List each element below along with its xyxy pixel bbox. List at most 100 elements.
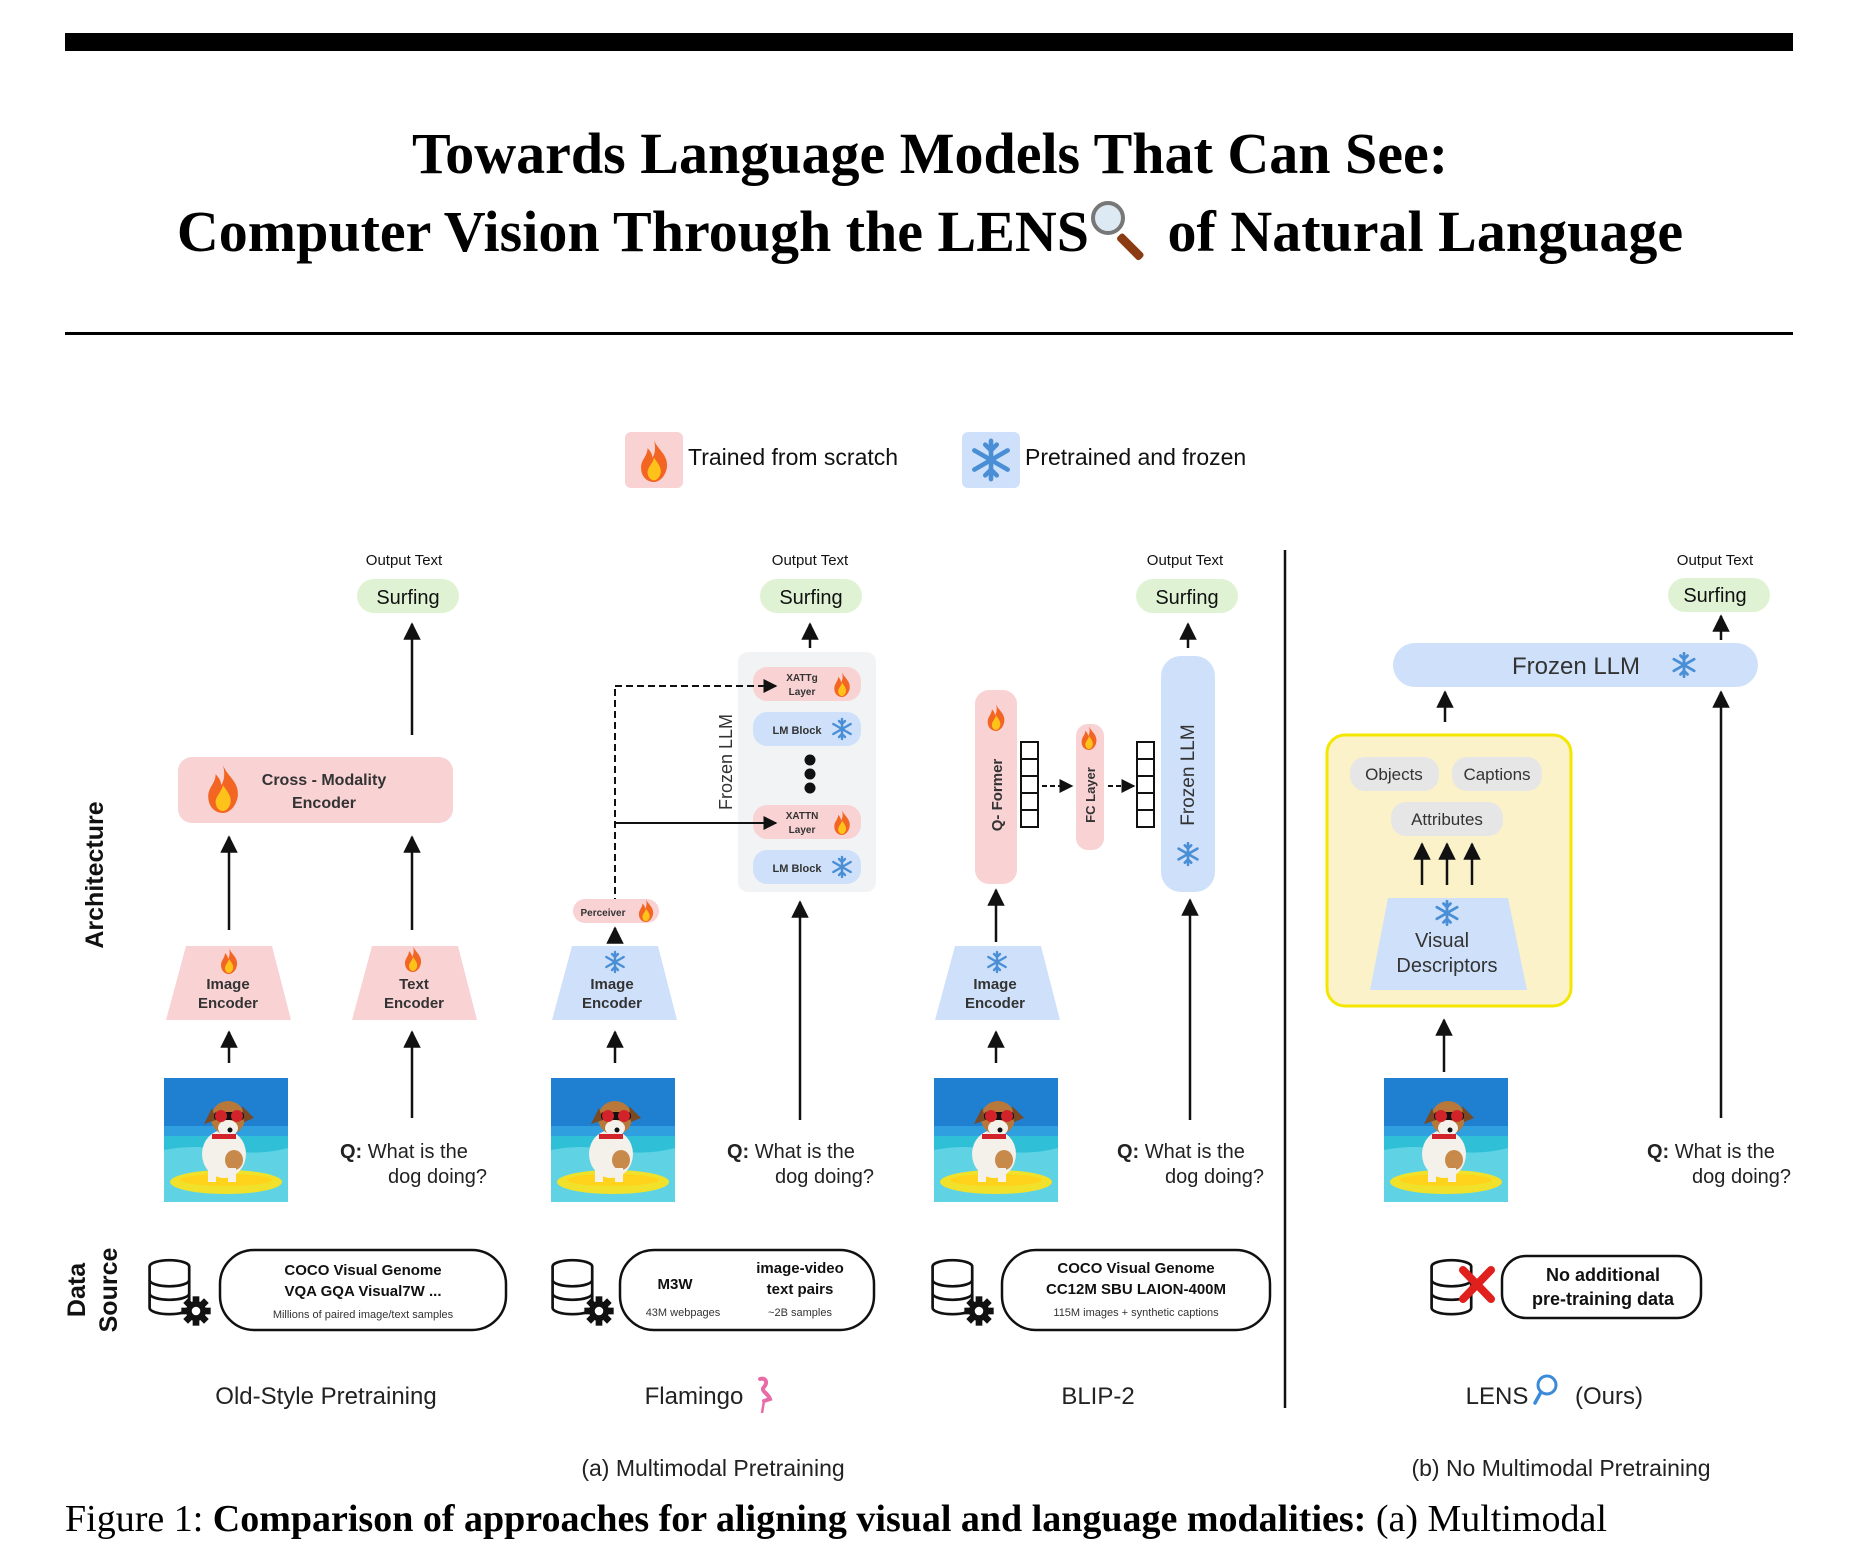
title-line2-pre: Computer Vision Through the LENS bbox=[176, 199, 1090, 264]
lens-objects-pill bbox=[1350, 757, 1439, 791]
fl-lm-block-bottom-label: LM Block bbox=[773, 863, 823, 875]
panel-b-caption: (b) No Multimodal Pretraining bbox=[1411, 1455, 1710, 1481]
lens-captions-pill bbox=[1452, 757, 1542, 791]
fl-question-line2: dog doing? bbox=[775, 1166, 874, 1188]
bl-data-sub: 115M images + synthetic captions bbox=[1053, 1307, 1219, 1319]
fl-perceiver-label: Perceiver bbox=[580, 908, 625, 919]
bl-question-line1: Q: What is the bbox=[1117, 1141, 1245, 1163]
lens-attributes-label: Attributes bbox=[1411, 810, 1483, 829]
old-database-icon bbox=[148, 1258, 191, 1316]
bl-output-caption: Output Text bbox=[1147, 552, 1224, 569]
fl-data-pairs-line2: text pairs bbox=[767, 1281, 834, 1298]
panel-a-caption: (a) Multimodal Pretraining bbox=[581, 1455, 844, 1481]
lens-magnifier-icon bbox=[1533, 1374, 1558, 1405]
old-dog-image bbox=[164, 1078, 288, 1202]
bl-data-box bbox=[1000, 1248, 1272, 1332]
old-text-encoder bbox=[352, 946, 477, 1020]
architecture-label: Architecture bbox=[81, 801, 109, 948]
bl-image-enc-line2: Encoder bbox=[965, 995, 1025, 1012]
bl-fc-layer bbox=[1076, 724, 1104, 850]
lens-vd-line2: Descriptors bbox=[1396, 955, 1497, 977]
fl-data-box bbox=[618, 1248, 876, 1332]
fl-data-sub1: 43M webpages bbox=[646, 1307, 721, 1319]
fl-lm-block-top-label: LM Block bbox=[773, 725, 823, 737]
lens-dog-image bbox=[1384, 1078, 1508, 1202]
old-data-box bbox=[218, 1248, 508, 1332]
old-question-line1: Q: What is the bbox=[340, 1141, 468, 1163]
fl-lm-block-top bbox=[753, 712, 861, 746]
old-image-enc-line2: Encoder bbox=[198, 995, 258, 1012]
paper-title-line2: Computer Vision Through the LENS of Natu… bbox=[0, 199, 1860, 264]
data-source-label-line1: Data bbox=[63, 1262, 91, 1317]
caption-rest: (a) Multimodal bbox=[1366, 1498, 1607, 1540]
cross-label-line1: Cross - Modality bbox=[262, 772, 387, 789]
bl-question-line2: dog doing? bbox=[1165, 1166, 1264, 1188]
old-gear-icon bbox=[181, 1296, 211, 1326]
bl-frozen-llm bbox=[1161, 656, 1215, 892]
fl-gear-icon bbox=[584, 1296, 614, 1326]
old-question-line2: dog doing? bbox=[388, 1166, 487, 1188]
red-x-icon bbox=[1459, 1266, 1495, 1303]
fl-output-caption: Output Text bbox=[772, 552, 849, 569]
lens-objects-label: Objects bbox=[1365, 765, 1423, 784]
old-style-column: Output Text Surfing Cross - Modality Enc… bbox=[148, 552, 508, 1410]
old-output-pill bbox=[357, 579, 459, 613]
fl-output-pill bbox=[760, 579, 862, 613]
paper-title-line1: Towards Language Models That Can See: bbox=[411, 121, 1449, 186]
lens-question-line2: dog doing? bbox=[1692, 1166, 1791, 1188]
fl-image-enc-line2: Encoder bbox=[582, 995, 642, 1012]
bl-query-tokens-left bbox=[1020, 741, 1039, 828]
lens-attributes-pill bbox=[1391, 802, 1503, 836]
lens-data-box bbox=[1500, 1254, 1703, 1320]
lens-frozen-llm-label: Frozen LLM bbox=[1512, 653, 1640, 680]
old-image-encoder bbox=[166, 946, 291, 1020]
data-source-label-line2: Source bbox=[95, 1248, 123, 1333]
lens-vd-line1: Visual bbox=[1415, 930, 1469, 952]
fl-xattn-top bbox=[753, 667, 861, 701]
fl-question-line1: Q: What is the bbox=[727, 1141, 855, 1163]
bl-image-encoder bbox=[935, 946, 1060, 1020]
fl-dog-image bbox=[551, 1078, 675, 1202]
lens-output-pill bbox=[1668, 578, 1770, 612]
bl-frozen-llm-label: Frozen LLM bbox=[1178, 724, 1199, 825]
lens-captions-label: Captions bbox=[1463, 765, 1530, 784]
old-style-name: Old-Style Pretraining bbox=[215, 1383, 436, 1410]
figure-caption: Figure 1: Comparison of approaches for a… bbox=[65, 1497, 1795, 1541]
title-line2-post: of Natural Language bbox=[1153, 199, 1684, 264]
cross-label-line2: Encoder bbox=[292, 795, 356, 812]
bl-data-line2: CC12M SBU LAION-400M bbox=[1046, 1281, 1226, 1298]
lens-column: Output Text Surfing Frozen LLM Objects C… bbox=[1325, 552, 1791, 1410]
lens-output-text: Surfing bbox=[1683, 585, 1746, 607]
lens-data-line1: No additional bbox=[1546, 1265, 1660, 1285]
lens-output-caption: Output Text bbox=[1677, 552, 1754, 569]
bl-fc-label: FC Layer bbox=[1083, 767, 1098, 823]
fl-xattn-top-line1: XATTg bbox=[786, 673, 817, 684]
fl-output-text: Surfing bbox=[779, 587, 842, 609]
fl-database-icon bbox=[551, 1258, 594, 1316]
fl-xattn-top-line2: Layer bbox=[789, 687, 816, 698]
fl-xattn-bottom-line2: Layer bbox=[789, 825, 816, 836]
blip2-column: Output Text Surfing Frozen LLM Q- Former… bbox=[931, 552, 1272, 1410]
fl-data-m3w: M3W bbox=[658, 1276, 694, 1293]
old-output-caption: Output Text bbox=[366, 552, 443, 569]
fl-data-pairs-line1: image-video bbox=[756, 1260, 844, 1277]
old-data-line2: VQA GQA Visual7W ... bbox=[285, 1283, 442, 1300]
legend-trained-label: Trained from scratch bbox=[688, 444, 898, 470]
old-data-line1: COCO Visual Genome bbox=[284, 1262, 441, 1279]
fl-frozen-llm-label: Frozen LLM bbox=[716, 714, 736, 810]
fl-xattn-bottom-line1: XATTN bbox=[786, 811, 819, 822]
bl-dog-image bbox=[934, 1078, 1058, 1202]
cross-modality-encoder bbox=[178, 757, 453, 823]
magnifier-icon bbox=[1089, 201, 1153, 262]
bl-database-icon bbox=[931, 1258, 974, 1316]
old-output-text: Surfing bbox=[376, 587, 439, 609]
bl-image-enc-line1: Image bbox=[973, 976, 1016, 993]
caption-bold: Comparison of approaches for aligning vi… bbox=[212, 1498, 1367, 1540]
lens-visual-descriptors bbox=[1370, 898, 1527, 990]
lens-ours: (Ours) bbox=[1575, 1383, 1643, 1410]
lens-data-line2: pre-training data bbox=[1532, 1289, 1675, 1309]
fl-data-sub2: ~2B samples bbox=[768, 1307, 832, 1319]
bl-qformer bbox=[975, 690, 1017, 884]
fl-perceiver bbox=[573, 899, 659, 923]
